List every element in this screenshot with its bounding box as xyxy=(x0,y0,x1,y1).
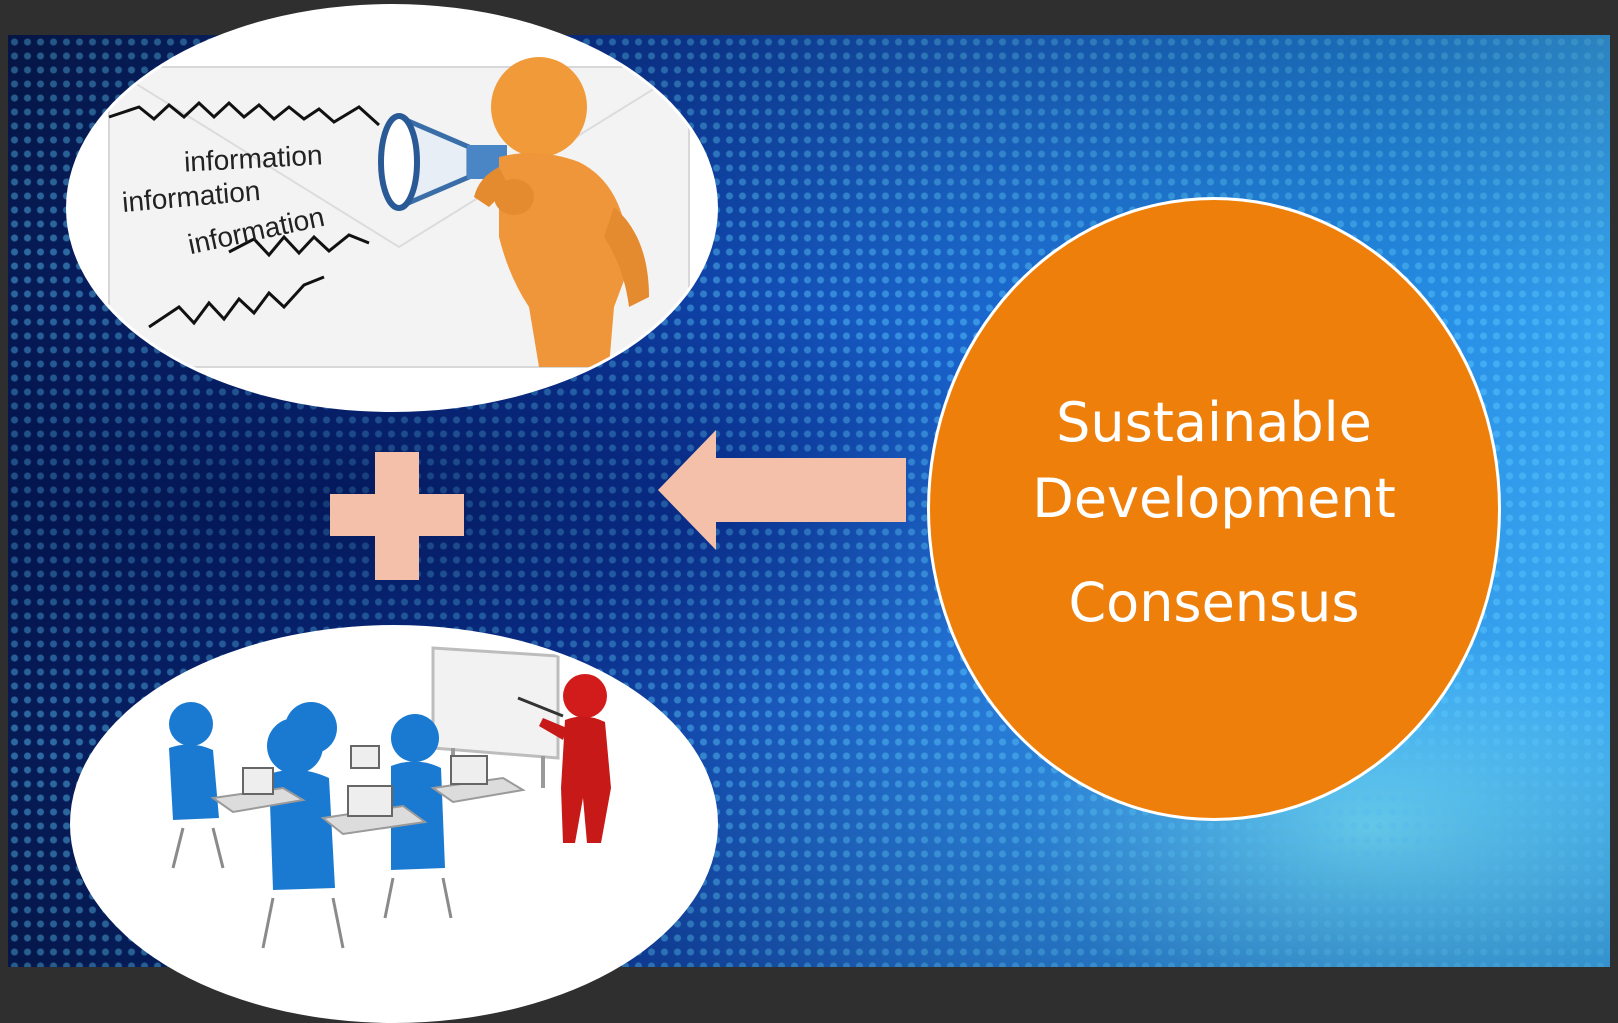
orange-person-figure xyxy=(474,57,649,367)
zigzag-line-3 xyxy=(148,275,325,329)
circle-line-2: Development xyxy=(1032,467,1396,530)
presentation-board xyxy=(431,646,564,788)
chairs xyxy=(171,827,453,949)
circle-line-1: Sustainable xyxy=(1056,391,1372,454)
classroom-presentation-illustration xyxy=(73,628,715,1020)
plus-icon-horizontal xyxy=(330,494,464,536)
circle-line-3: Consensus xyxy=(1068,571,1360,634)
laptops xyxy=(242,745,488,817)
zigzag-line-2 xyxy=(228,233,370,258)
zigzag-line-1 xyxy=(108,100,381,127)
red-presenter-figure xyxy=(539,674,611,843)
left-arrow-icon xyxy=(658,430,906,550)
megaphone-person-illustration xyxy=(69,7,715,409)
megaphone-image-ellipse: information information information xyxy=(66,4,718,412)
classroom-image-ellipse xyxy=(70,625,718,1023)
sustainable-development-circle: Sustainable Development Consensus xyxy=(927,197,1501,821)
